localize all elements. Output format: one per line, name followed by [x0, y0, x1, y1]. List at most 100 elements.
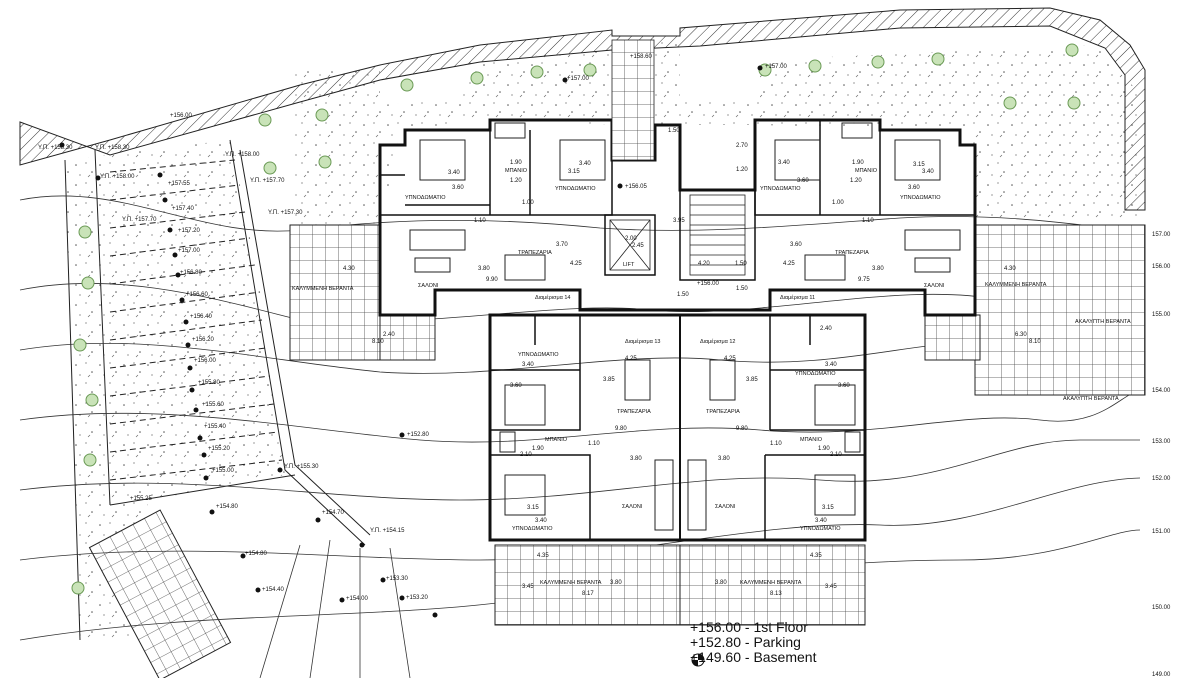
spot-level-markers: [59, 65, 763, 618]
spot-level-label: Υ.Π. +157.70: [250, 178, 285, 184]
dimension-label: 6.30: [1015, 332, 1027, 338]
dimension-label: 3.60: [790, 242, 802, 248]
room-label-living: ΣΑΛΟΝΙ: [622, 504, 643, 510]
dimension-label: 4.35: [810, 553, 822, 559]
level-legend: +156.00 - 1st Floor +152.80 - Parking +1…: [690, 620, 910, 665]
dimension-label: 2.45: [632, 243, 644, 249]
dimension-label: 3.80: [718, 456, 730, 462]
dimension-label: 3.80: [630, 456, 642, 462]
spot-level-label: +157.55: [168, 181, 191, 187]
dimension-label: 3.80: [872, 266, 884, 272]
dimension-label: 1.20: [510, 178, 522, 184]
spot-level-label: +155.00: [212, 468, 235, 474]
spot-level-label: +152.80: [407, 432, 430, 438]
dimension-label: 3.40: [825, 362, 837, 368]
dimension-label: 3.80: [715, 580, 727, 586]
dimension-label: 3.60: [452, 185, 464, 191]
apartment-label: Διαμέρισμα 11: [780, 294, 815, 301]
dimension-label: 2.40: [383, 332, 395, 338]
spot-level-label: +154.70: [322, 510, 345, 516]
spot-level-label: +154.80: [245, 551, 268, 557]
spot-level-label: +154.80: [216, 504, 239, 510]
dimension-label: 1.10: [770, 441, 782, 447]
spot-level-label: Υ.Π. +157.70: [122, 217, 157, 223]
contour-level-label: 154.00: [1152, 388, 1171, 394]
dimension-label: 4.25: [570, 261, 582, 267]
dimension-label: 3.40: [922, 169, 934, 175]
dimension-label: 4.25: [724, 356, 736, 362]
spot-level-label: +155.25: [130, 496, 153, 502]
dimension-label: 3.85: [603, 377, 615, 383]
dimension-label: 1.50: [668, 128, 680, 134]
room-label-dining: ΤΡΑΠΕΖΑΡΙΑ: [617, 409, 651, 415]
furniture: [409, 122, 961, 531]
spot-level-label: +156.40: [190, 314, 213, 320]
spot-level-label: +155.20: [208, 446, 231, 452]
room-label-living: ΣΑΛΟΝΙ: [715, 504, 736, 510]
room-label-bathroom: ΜΠΑΝΙΟ: [800, 437, 823, 443]
dimension-label: 1.00: [522, 200, 534, 206]
room-label-bedroom: ΥΠΝΟΔΩΜΑΤΙΟ: [555, 186, 596, 192]
spot-level-label: Υ.Π. +158.00: [100, 174, 135, 180]
dimension-label: 9.90: [486, 277, 498, 283]
spot-level-label: +156.00: [697, 281, 720, 287]
dimension-label: 9.75: [858, 277, 870, 283]
dimension-label: 2.70: [736, 143, 748, 149]
room-label-covered-veranda: ΚΑΛΥΜΜΕΝΗ ΒΕΡΑΝΤΑ: [292, 286, 354, 292]
contour-level-label: 156.00: [1152, 264, 1171, 270]
dimension-label: 3.15: [568, 169, 580, 175]
spot-level-label: +156.80: [180, 270, 203, 276]
dimension-label: 9.80: [736, 426, 748, 432]
dimension-label: 1.10: [474, 218, 486, 224]
room-label-lift: LIFT: [623, 262, 635, 268]
spot-level-label: +156.20: [192, 337, 215, 343]
room-label-covered-veranda: ΚΑΛΥΜΜΕΝΗ ΒΕΡΑΝΤΑ: [540, 580, 602, 586]
dimension-label: 3.60: [838, 383, 850, 389]
dimension-label: 3.85: [746, 377, 758, 383]
site-path: [64, 139, 371, 641]
room-label-bedroom: ΥΠΝΟΔΩΜΑΤΙΟ: [760, 186, 801, 192]
dimension-label: 3.40: [535, 518, 547, 524]
dimension-label: 4.30: [1004, 266, 1016, 272]
spot-level-label: +153.20: [406, 595, 429, 601]
contour-level-label: 152.00: [1152, 476, 1171, 482]
room-label-uncovered-veranda: ΑΚΑΛΥΠΤΗ ΒΕΡΑΝΤΑ: [1063, 396, 1119, 402]
contour-level-label: 151.00: [1152, 529, 1171, 535]
room-label-bedroom: ΥΠΝΟΔΩΜΑΤΙΟ: [512, 526, 553, 532]
spot-level-label: +158.60: [630, 54, 653, 60]
dimension-label: 1.50: [735, 261, 747, 267]
room-label-bedroom: ΥΠΝΟΔΩΜΑΤΙΟ: [800, 526, 841, 532]
dimension-label: 2.10: [830, 452, 842, 458]
dimension-label: 3.70: [556, 242, 568, 248]
dimension-label: 8.17: [582, 591, 594, 597]
dimension-label: 8.10: [1029, 339, 1041, 345]
dimension-label: 1.20: [736, 167, 748, 173]
apartment-label: Διαμέρισμα 14: [535, 294, 570, 301]
dimension-label: 3.40: [522, 362, 534, 368]
verandas: [289, 224, 1146, 626]
spot-level-label: +156.00: [194, 358, 217, 364]
dimension-label: 1.90: [532, 446, 544, 452]
dimension-label: 9.80: [615, 426, 627, 432]
interior-partitions: [380, 120, 975, 540]
dimension-label: 3.40: [778, 160, 790, 166]
room-label-dining: ΤΡΑΠΕΖΑΡΙΑ: [835, 250, 869, 256]
dimension-label: 4.35: [537, 553, 549, 559]
dimension-label: 3.45: [522, 584, 534, 590]
dimension-label: 1.90: [852, 160, 864, 166]
room-label-covered-veranda: ΚΑΛΥΜΜΕΝΗ ΒΕΡΑΝΤΑ: [985, 282, 1047, 288]
dimension-label: 3.15: [822, 505, 834, 511]
boundary-wall: [19, 7, 1146, 211]
legend-basement: +149.60 - Basement: [690, 649, 817, 665]
apartment-labels: Διαμέρισμα 14 Διαμέρισμα 11 Διαμέρισμα 1…: [535, 294, 815, 345]
dimension-label: 3.40: [815, 518, 827, 524]
dimension-labels: 3.40 3.60 3.40 3.15 1.90 1.20 1.00 1.10 …: [343, 128, 1041, 597]
spot-level-label: +157.40: [172, 206, 195, 212]
dimension-label: 1.50: [736, 286, 748, 292]
contour-level-labels: 157.00 156.00 155.00 154.00 153.00 152.0…: [1152, 232, 1171, 678]
room-label-bathroom: ΜΠΑΝΙΟ: [855, 168, 878, 174]
room-label-living: ΣΑΛΟΝΙ: [418, 283, 439, 289]
dimension-label: 3.60: [510, 383, 522, 389]
dimension-label: 4.20: [698, 261, 710, 267]
